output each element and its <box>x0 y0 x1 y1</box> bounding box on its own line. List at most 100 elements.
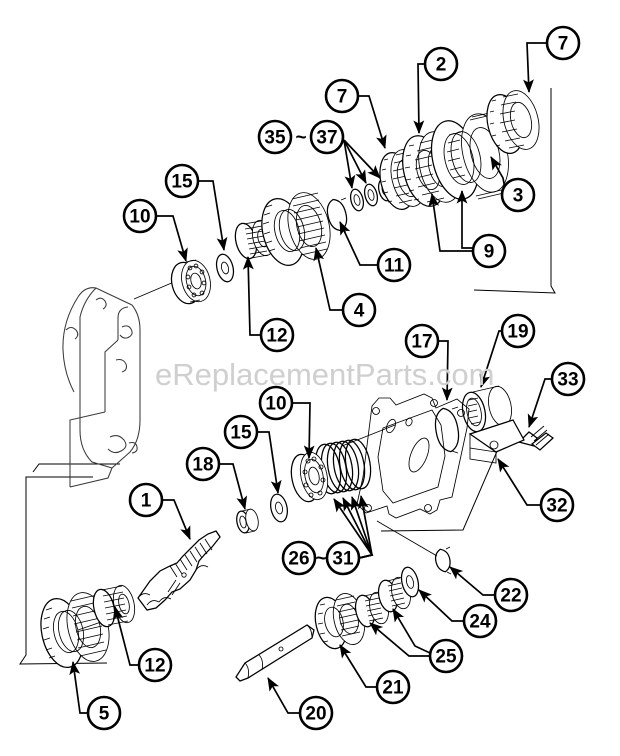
callout-number: 12 <box>266 326 287 347</box>
section-frame-upper-right <box>473 88 556 294</box>
part-10-ball-bearing-middle <box>290 451 329 503</box>
section-frame-upper-left <box>32 463 120 473</box>
callout-balloon-1[interactable]: 1 <box>128 482 164 518</box>
callout-balloon-12[interactable]: 12 <box>137 647 173 683</box>
callout-circle[interactable] <box>137 647 173 683</box>
callout-balloon-15[interactable]: 15 <box>223 414 259 450</box>
callout-balloon-33[interactable]: 33 <box>550 361 586 397</box>
part-18-spacer-bushing <box>236 508 259 534</box>
callout-circle[interactable] <box>86 695 122 731</box>
callout-balloon-7[interactable]: 7 <box>545 25 581 61</box>
part-10-ball-bearing-upper <box>170 259 211 305</box>
callout-circle[interactable] <box>324 78 360 114</box>
callout-range-separator: ~ <box>295 128 306 149</box>
callout-circle[interactable] <box>223 414 259 450</box>
callout-number: 22 <box>500 586 521 607</box>
callout-number: 21 <box>382 678 404 699</box>
part-19-bearing-cup <box>461 385 512 433</box>
callout-number: 7 <box>337 87 348 108</box>
callout-balloon-31[interactable]: 31 <box>325 540 361 576</box>
callout-circle[interactable] <box>375 669 411 705</box>
parts-26-31-shim-stack <box>314 438 372 495</box>
callout-circle[interactable] <box>298 695 334 731</box>
part-33-cap-screw <box>517 425 554 451</box>
callout-circle[interactable] <box>550 361 586 397</box>
callout-circle[interactable] <box>122 198 158 234</box>
callout-circle[interactable] <box>281 540 317 576</box>
callout-range-separator: ~ <box>315 549 326 570</box>
section-frame-lower-left <box>19 476 108 665</box>
callout-circle[interactable] <box>309 119 345 155</box>
part-20-idler-shaft <box>235 624 315 682</box>
callout-circle[interactable] <box>257 119 293 155</box>
part-17-snap-ring-large <box>434 406 460 454</box>
callout-balloon-2[interactable]: 2 <box>423 46 459 82</box>
callout-circle[interactable] <box>462 603 498 639</box>
callout-balloon-22[interactable]: 22 <box>493 577 529 613</box>
callout-balloon-18[interactable]: 18 <box>185 446 221 482</box>
callout-number: 32 <box>546 496 567 517</box>
callout-balloon-19[interactable]: 19 <box>500 313 536 349</box>
callout-number: 11 <box>384 256 405 277</box>
callout-balloon-11[interactable]: 11 <box>376 247 412 283</box>
callout-number: 31 <box>332 549 354 570</box>
callout-number: 18 <box>192 455 213 476</box>
part-4-gear-large <box>261 192 331 266</box>
callout-balloon-10[interactable]: 10 <box>258 385 294 421</box>
callout-number: 3 <box>513 186 524 207</box>
callout-circle[interactable] <box>500 177 536 213</box>
callout-number: 20 <box>305 704 326 725</box>
callout-number: 35 <box>264 128 286 149</box>
callout-balloon-9[interactable]: 9 <box>471 233 507 269</box>
callout-number: 4 <box>354 301 365 322</box>
callout-number: 33 <box>557 370 578 391</box>
callout-circle[interactable] <box>341 292 377 328</box>
part-24-thrust-washer-small <box>400 566 420 598</box>
callout-circle[interactable] <box>404 323 440 359</box>
part-15-thrust-washer-middle <box>270 493 288 523</box>
callout-circle[interactable] <box>545 25 581 61</box>
callout-balloon-5[interactable]: 5 <box>86 695 122 731</box>
callout-number: 17 <box>411 332 432 353</box>
callout-balloon-25[interactable]: 25 <box>428 638 464 674</box>
transmission-housing <box>62 278 182 488</box>
callout-balloon-35[interactable]: 35 <box>257 119 293 155</box>
callout-circle[interactable] <box>259 317 295 353</box>
callout-balloon-7[interactable]: 7 <box>324 78 360 114</box>
callout-number: 7 <box>558 34 569 55</box>
callout-number: 10 <box>129 207 150 228</box>
callout-balloon-24[interactable]: 24 <box>462 603 498 639</box>
callout-number: 37 <box>316 128 337 149</box>
part-32-retainer-plate <box>468 419 525 464</box>
callout-balloon-10[interactable]: 10 <box>122 198 158 234</box>
callout-balloon-37[interactable]: 37 <box>309 119 345 155</box>
part-22-retaining-ring-small <box>376 520 452 575</box>
callout-circle[interactable] <box>423 46 459 82</box>
callout-balloon-15[interactable]: 15 <box>164 163 200 199</box>
callout-balloon-4[interactable]: 4 <box>341 292 377 328</box>
callout-circle[interactable] <box>325 540 361 576</box>
callout-balloon-26[interactable]: 26 <box>281 540 317 576</box>
callout-circle[interactable] <box>258 385 294 421</box>
callout-number: 5 <box>99 704 110 725</box>
callout-circle[interactable] <box>428 638 464 674</box>
callout-circle[interactable] <box>128 482 164 518</box>
callout-balloon-20[interactable]: 20 <box>298 695 334 731</box>
callout-balloon-3[interactable]: 3 <box>500 177 536 213</box>
callout-circle[interactable] <box>539 487 575 523</box>
callout-balloon-21[interactable]: 21 <box>375 669 411 705</box>
callout-number: 9 <box>484 242 495 263</box>
callout-balloon-17[interactable]: 17 <box>404 323 440 359</box>
callout-circle[interactable] <box>493 577 529 613</box>
callout-circle[interactable] <box>376 247 412 283</box>
callout-circle[interactable] <box>471 233 507 269</box>
callout-balloon-32[interactable]: 32 <box>539 487 575 523</box>
callout-circle[interactable] <box>500 313 536 349</box>
callout-circle[interactable] <box>185 446 221 482</box>
callout-circle[interactable] <box>164 163 200 199</box>
callout-balloon-12[interactable]: 12 <box>259 317 295 353</box>
callout-number: 12 <box>144 656 165 677</box>
callout-number: 26 <box>288 549 309 570</box>
callout-number: 25 <box>435 647 457 668</box>
